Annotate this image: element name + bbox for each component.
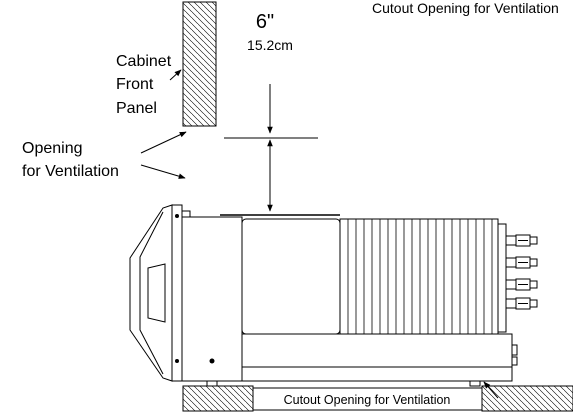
device-front-bezel (129, 204, 173, 382)
cabinet-label-line1: Cabinet (116, 53, 172, 70)
cabinet-label-line3: Panel (116, 100, 157, 117)
connector-1 (505, 234, 538, 247)
bottom-pointer-arrow (483, 381, 499, 399)
top-cutout-label: Cutout Opening for Ventilation (372, 0, 559, 16)
device-front-plate (171, 204, 183, 382)
bottom-chassis (241, 333, 513, 382)
opening-label-line1: Opening (22, 140, 83, 157)
bezel-window (147, 263, 166, 323)
top-tab (181, 210, 191, 218)
heatsink-fins (347, 219, 493, 334)
cabinet-pointer-arrow (169, 69, 182, 81)
foot-left (206, 380, 218, 387)
opening-arrow-upper (140, 131, 187, 154)
bottom-cutout-box (252, 387, 483, 411)
screw-bottom (175, 359, 179, 363)
device-center-module (241, 218, 341, 335)
clearance-inches: 6" (256, 11, 274, 33)
opening-arrow-lower (140, 164, 186, 179)
clearance-cm: 15.2cm (247, 37, 293, 53)
rear-plate (497, 223, 507, 333)
connector-4 (505, 297, 538, 310)
rear-knob-2 (511, 356, 518, 366)
connector-3 (505, 278, 538, 291)
connector-2 (505, 256, 538, 269)
foot-right (469, 380, 481, 387)
device-main-body (181, 216, 243, 382)
cabinet-label-line2: Front (116, 76, 154, 93)
bezel-inner-contour (139, 211, 164, 375)
bottom-cutout-label: Cutout Opening for Ventilation (284, 393, 451, 407)
mounting-shelf-left (182, 385, 254, 412)
screw-top (175, 214, 179, 218)
rear-knob-1 (511, 344, 518, 356)
mounting-shelf-right (481, 385, 573, 412)
cabinet-front-panel (182, 1, 217, 127)
body-indicator (209, 358, 215, 364)
opening-label-line2: for Ventilation (22, 163, 119, 180)
